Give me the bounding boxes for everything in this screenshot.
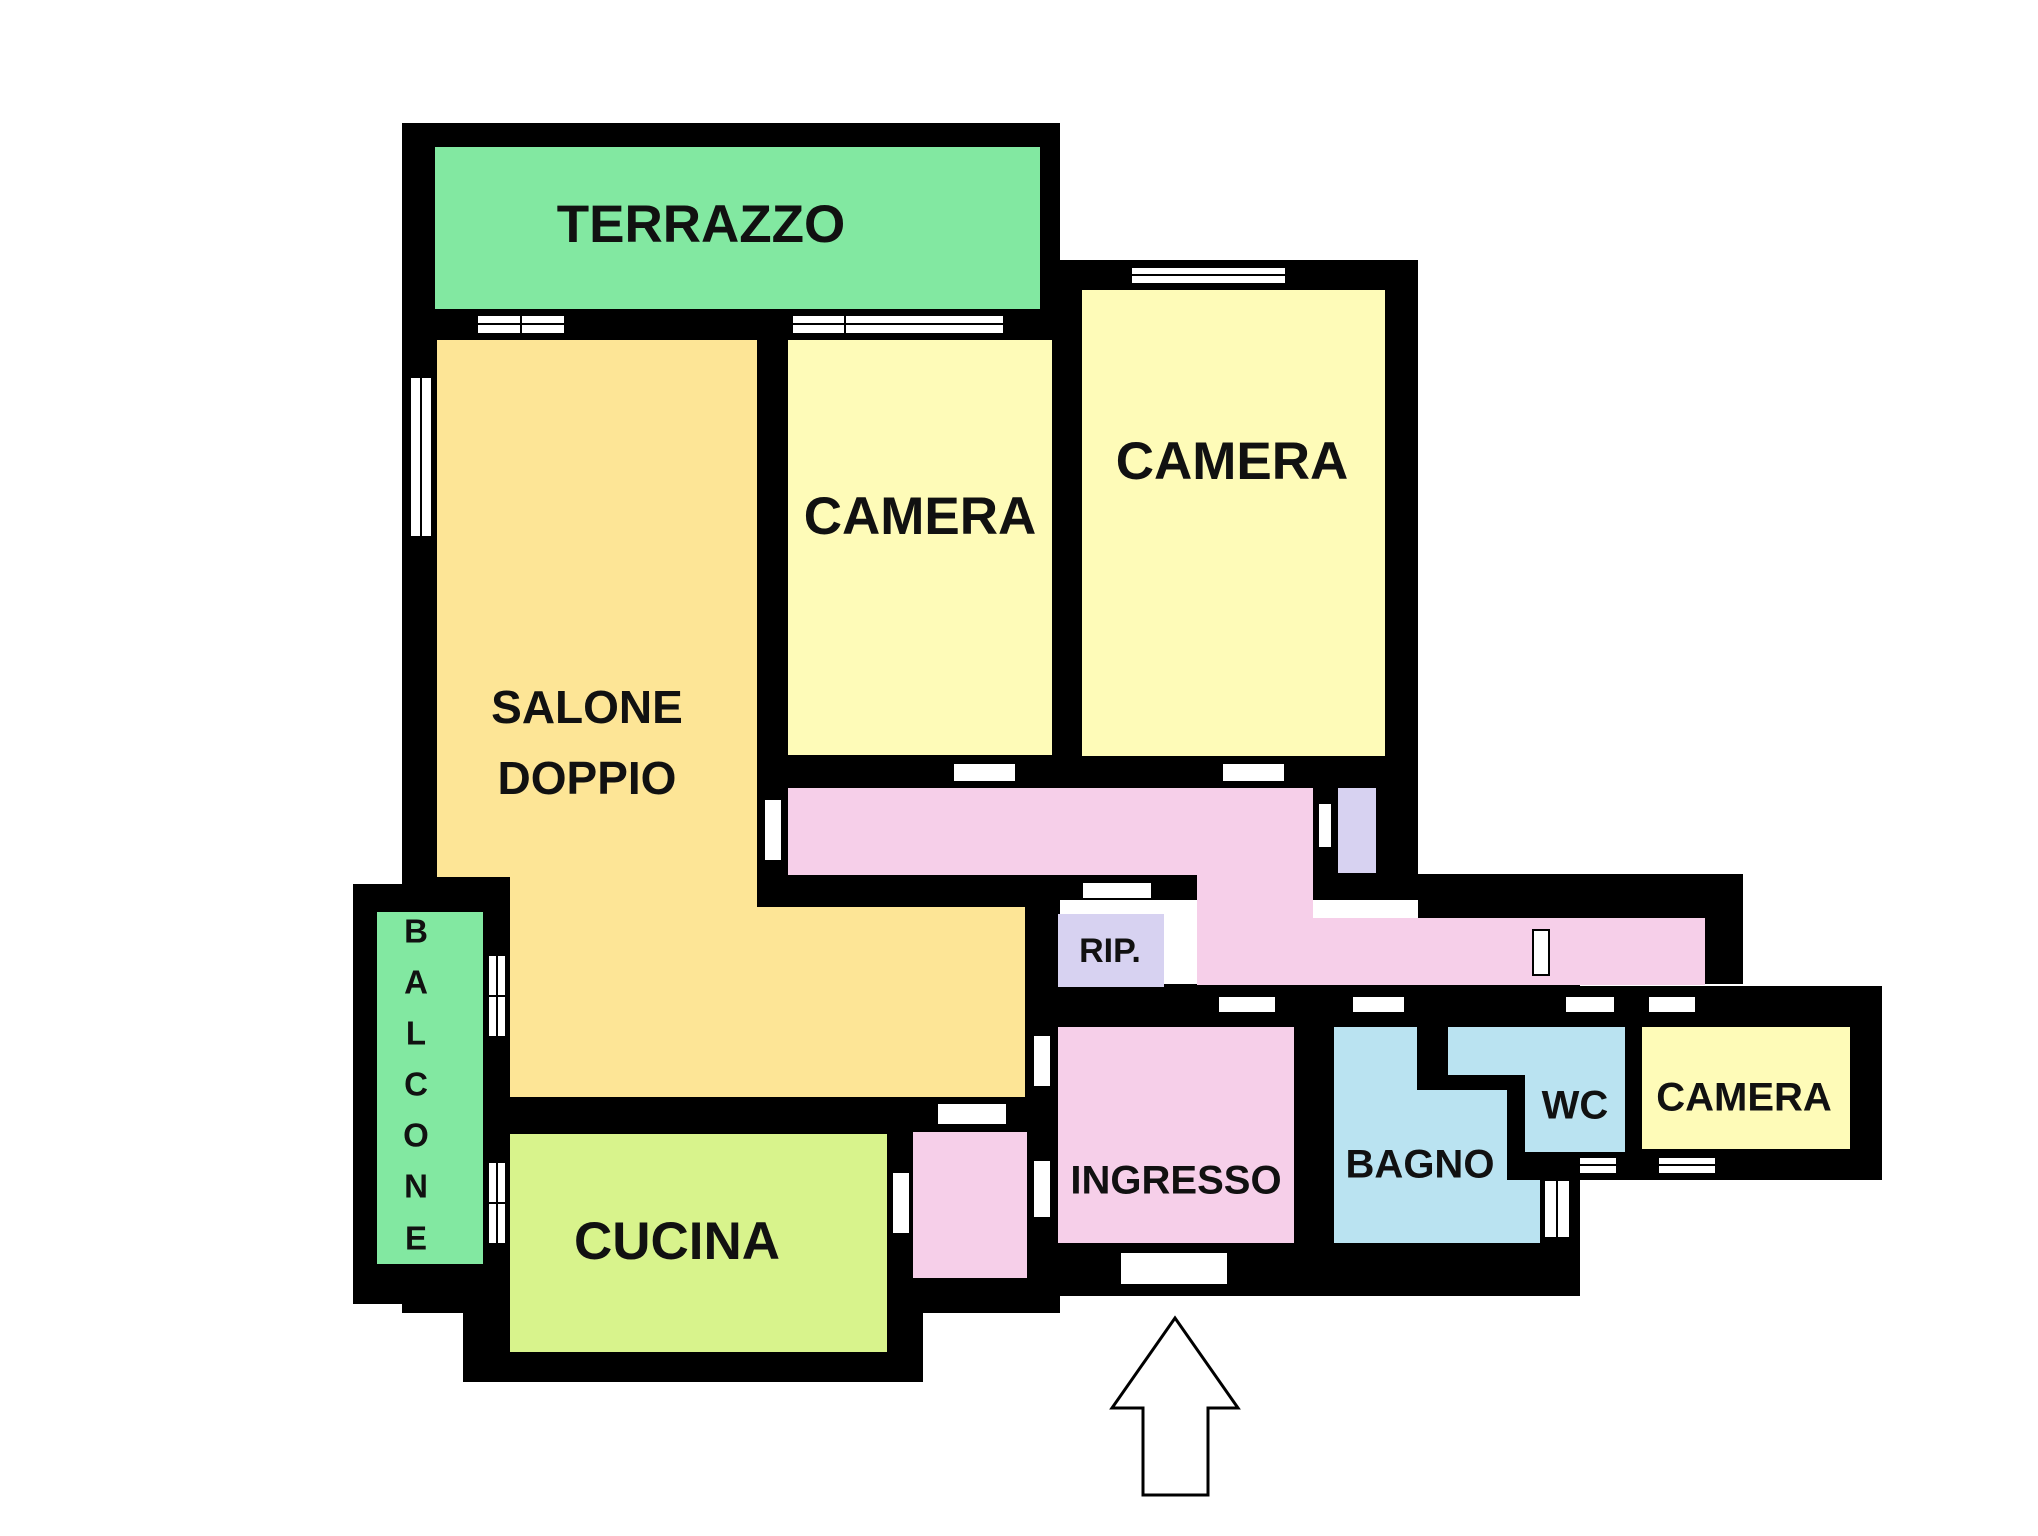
room-ingresso	[1058, 1027, 1294, 1243]
door-camera3	[1647, 995, 1697, 1014]
room-corridor	[788, 788, 1705, 985]
room-labels: TERRAZZO CAMERA CAMERA SALONE DOPPIO RIP…	[403, 195, 1832, 1271]
door-wc	[1564, 995, 1616, 1014]
label-ingresso: INGRESSO	[1070, 1159, 1281, 1203]
door-bagno	[1351, 995, 1406, 1014]
label-balcone-letter: L	[406, 1015, 426, 1052]
room-camera-1	[788, 340, 1052, 755]
label-camera-3: CAMERA	[1656, 1076, 1832, 1120]
window-cucina-right	[891, 1171, 911, 1235]
label-camera-2: CAMERA	[1116, 432, 1349, 491]
window-bars	[420, 274, 1716, 1244]
label-balcone-letter: B	[404, 913, 428, 950]
door-ingresso-left-top	[1032, 1034, 1052, 1088]
door-camera1	[952, 762, 1017, 783]
room-balcone	[377, 912, 483, 1264]
room-bagno	[1334, 1027, 1540, 1243]
label-balcone-letter: N	[404, 1168, 428, 1205]
door-camera2	[1221, 762, 1286, 783]
label-balcone-letter: A	[404, 964, 428, 1001]
room-terrazzo	[435, 147, 1040, 309]
room-disimpegno	[913, 1132, 1027, 1278]
label-cucina: CUCINA	[574, 1212, 780, 1271]
label-balcone-letter: E	[405, 1220, 427, 1257]
door-ingresso	[1217, 995, 1277, 1014]
label-balcone-letter: C	[404, 1066, 428, 1103]
label-salone-line2: DOPPIO	[498, 752, 677, 804]
label-salone-line1: SALONE	[491, 681, 683, 733]
entrance-arrow-icon	[1109, 1315, 1241, 1497]
rooms	[377, 147, 1850, 1352]
door-ingresso-left-bottom	[1032, 1159, 1052, 1219]
room-ripostiglio	[1058, 914, 1164, 987]
room-cucina	[510, 1134, 887, 1352]
room-camera-2	[1082, 290, 1385, 756]
door-ripostiglio	[1081, 881, 1153, 900]
label-balcone-letter: O	[403, 1117, 429, 1154]
door-main-entrance	[1119, 1251, 1229, 1286]
label-camera-1: CAMERA	[804, 487, 1037, 546]
door-disimpegno-top	[936, 1102, 1008, 1126]
door-corridor-end	[1532, 929, 1550, 976]
door-salone-corridor	[763, 798, 783, 862]
room-camera-3	[1642, 1027, 1850, 1149]
room-salone-doppio	[437, 340, 1025, 1097]
label-terrazzo: TERRAZZO	[557, 195, 846, 254]
door-closet	[1317, 802, 1333, 849]
label-bagno: BAGNO	[1346, 1143, 1495, 1187]
room-corridor-closet	[1338, 788, 1376, 873]
label-wc: WC	[1542, 1084, 1609, 1128]
room-wc	[1448, 1027, 1625, 1152]
label-ripostiglio: RIP.	[1079, 932, 1141, 970]
